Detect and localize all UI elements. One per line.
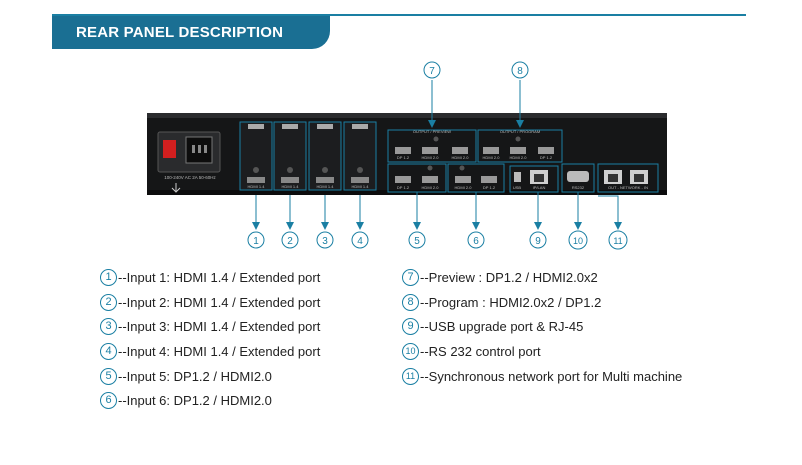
callout-5-label: 5 — [414, 236, 420, 247]
callout-2-label: 2 — [287, 236, 293, 247]
legend-text: --Input 1: HDMI 1.4 / Extended port — [118, 269, 321, 285]
legend-item-5: 5 --Input 5: DP1.2 / HDMI2.0 — [100, 367, 272, 385]
header-rule — [52, 14, 746, 16]
legend-text: --Preview : DP1.2 / HDMI2.0x2 — [420, 269, 598, 285]
svg-text:HDMI 2.0: HDMI 2.0 — [455, 185, 473, 190]
legend-text: --Input 3: HDMI 1.4 / Extended port — [118, 318, 321, 334]
callout-9 — [529, 231, 547, 249]
callout-10-label: 10 — [573, 236, 583, 246]
callout-3-label: 3 — [322, 236, 328, 247]
ground-icon — [171, 183, 181, 193]
callout-1 — [247, 231, 265, 249]
legend-text: --Input 2: HDMI 1.4 / Extended port — [118, 294, 321, 310]
legend-item-10: 10 --RS 232 control port — [402, 342, 541, 360]
callout-8-label: 8 — [517, 66, 523, 77]
legend-item-11: 11 --Synchronous network port for Multi … — [402, 367, 682, 385]
section-header: REAR PANEL DESCRIPTION — [52, 16, 330, 49]
callout-11-label: 11 — [613, 236, 622, 246]
svg-text:HDMI 2.0: HDMI 2.0 — [510, 155, 528, 160]
sync-network-group: OUT - NETWORK - IN — [597, 163, 659, 193]
legend-item-2: 2 --Input 2: HDMI 1.4 / Extended port — [100, 293, 320, 311]
callout-1-label: 1 — [253, 236, 259, 247]
program-output-group: OUTPUT / PROGRAM HDMI 2.0 HDMI 2.0 DP 1.… — [477, 129, 563, 163]
legend-item-1: 1 --Input 1: HDMI 1.4 / Extended port — [100, 268, 320, 286]
input-module-1: HDMI 1.4 — [239, 121, 273, 191]
legend-number: 7 — [402, 268, 419, 286]
callout-6-label: 6 — [473, 236, 479, 247]
svg-text:DP 1.2: DP 1.2 — [397, 155, 410, 160]
callout-5 — [408, 231, 426, 249]
section-title: REAR PANEL DESCRIPTION — [76, 24, 284, 41]
callout-11 — [608, 230, 628, 250]
power-switch — [163, 140, 176, 158]
input-modules: HDMI 1.4 HDMI 1.4 HDMI 1.4 HDMI 1.4 — [239, 121, 377, 191]
svg-text:DP 1.2: DP 1.2 — [483, 185, 496, 190]
legend-text: --Input 6: DP1.2 / HDMI2.0 — [118, 392, 272, 408]
callout-10 — [568, 230, 588, 250]
input-module-4: HDMI 1.4 — [343, 121, 377, 191]
legend-number: 1 — [100, 268, 117, 286]
svg-text:HDMI 2.0: HDMI 2.0 — [422, 185, 440, 190]
input-module-2: HDMI 1.4 — [273, 121, 307, 191]
legend-text: --USB upgrade port & RJ-45 — [420, 318, 584, 334]
svg-text:IP/LAN: IP/LAN — [533, 185, 546, 190]
legend-number: 8 — [402, 293, 419, 311]
legend-item-3: 3 --Input 3: HDMI 1.4 / Extended port — [100, 317, 320, 335]
usb-rj45-group: USB IP/LAN — [509, 165, 559, 193]
legend-item-6: 6 --Input 6: DP1.2 / HDMI2.0 — [100, 391, 272, 409]
svg-text:HDMI 1.4: HDMI 1.4 — [352, 184, 370, 189]
power-label: 100-240V AC 2A 50-60Hz — [164, 175, 216, 180]
rs232-port — [567, 171, 589, 182]
svg-text:HDMI 2.0: HDMI 2.0 — [483, 155, 501, 160]
legend-number: 2 — [100, 293, 117, 311]
legend-item-7: 7 --Preview : DP1.2 / HDMI2.0x2 — [402, 268, 598, 286]
svg-text:USB: USB — [513, 185, 522, 190]
svg-text:DP 1.2: DP 1.2 — [540, 155, 553, 160]
svg-text:OUT - NETWORK - IN: OUT - NETWORK - IN — [608, 185, 648, 190]
callout-8 — [511, 61, 529, 79]
legend-item-9: 9 --USB upgrade port & RJ-45 — [402, 317, 583, 335]
preview-output-group: OUTPUT / PREVIEW DP 1.2 HDMI 2.0 HDMI 2.… — [387, 129, 477, 163]
legend-text: --RS 232 control port — [420, 343, 541, 359]
legend-number: 4 — [100, 342, 117, 360]
input-module-3: HDMI 1.4 — [308, 121, 342, 191]
legend-item-8: 8 --Program : HDMI2.0x2 / DP1.2 — [402, 293, 601, 311]
svg-text:RS232: RS232 — [572, 185, 585, 190]
legend-number: 11 — [402, 367, 419, 385]
legend-text: --Program : HDMI2.0x2 / DP1.2 — [420, 294, 602, 310]
svg-text:HDMI 2.0: HDMI 2.0 — [452, 155, 470, 160]
legend-number: 3 — [100, 317, 117, 335]
legend-text: --Input 4: HDMI 1.4 / Extended port — [118, 343, 321, 359]
svg-text:HDMI 1.4: HDMI 1.4 — [317, 184, 335, 189]
power-module: 100-240V AC 2A 50-60Hz — [157, 131, 221, 193]
legend-number: 5 — [100, 367, 117, 385]
svg-text:HDMI 1.4: HDMI 1.4 — [248, 184, 266, 189]
callout-7-label: 7 — [429, 66, 435, 77]
callout-4-label: 4 — [357, 236, 363, 247]
legend-text: --Input 5: DP1.2 / HDMI2.0 — [118, 368, 272, 384]
callout-4 — [351, 231, 369, 249]
usb-port — [514, 172, 521, 182]
legend-item-4: 4 --Input 4: HDMI 1.4 / Extended port — [100, 342, 320, 360]
svg-text:HDMI 2.0: HDMI 2.0 — [422, 155, 440, 160]
callout-2 — [281, 231, 299, 249]
svg-text:OUTPUT / PREVIEW: OUTPUT / PREVIEW — [413, 129, 451, 134]
callout-6 — [467, 231, 485, 249]
svg-text:OUTPUT / PROGRAM: OUTPUT / PROGRAM — [500, 129, 540, 134]
legend-number: 9 — [402, 317, 419, 335]
legend-number: 10 — [402, 342, 419, 360]
callout-7 — [423, 61, 441, 79]
legend-text: --Synchronous network port for Multi mac… — [420, 368, 683, 384]
callout-9-label: 9 — [535, 236, 541, 247]
svg-text:HDMI 1.4: HDMI 1.4 — [282, 184, 300, 189]
svg-text:DP 1.2: DP 1.2 — [397, 185, 410, 190]
rear-panel-diagram: 100-240V AC 2A 50-60Hz HDMI 1.4 HDMI 1.4… — [147, 61, 667, 250]
callout-3 — [316, 231, 334, 249]
legend-number: 6 — [100, 391, 117, 409]
